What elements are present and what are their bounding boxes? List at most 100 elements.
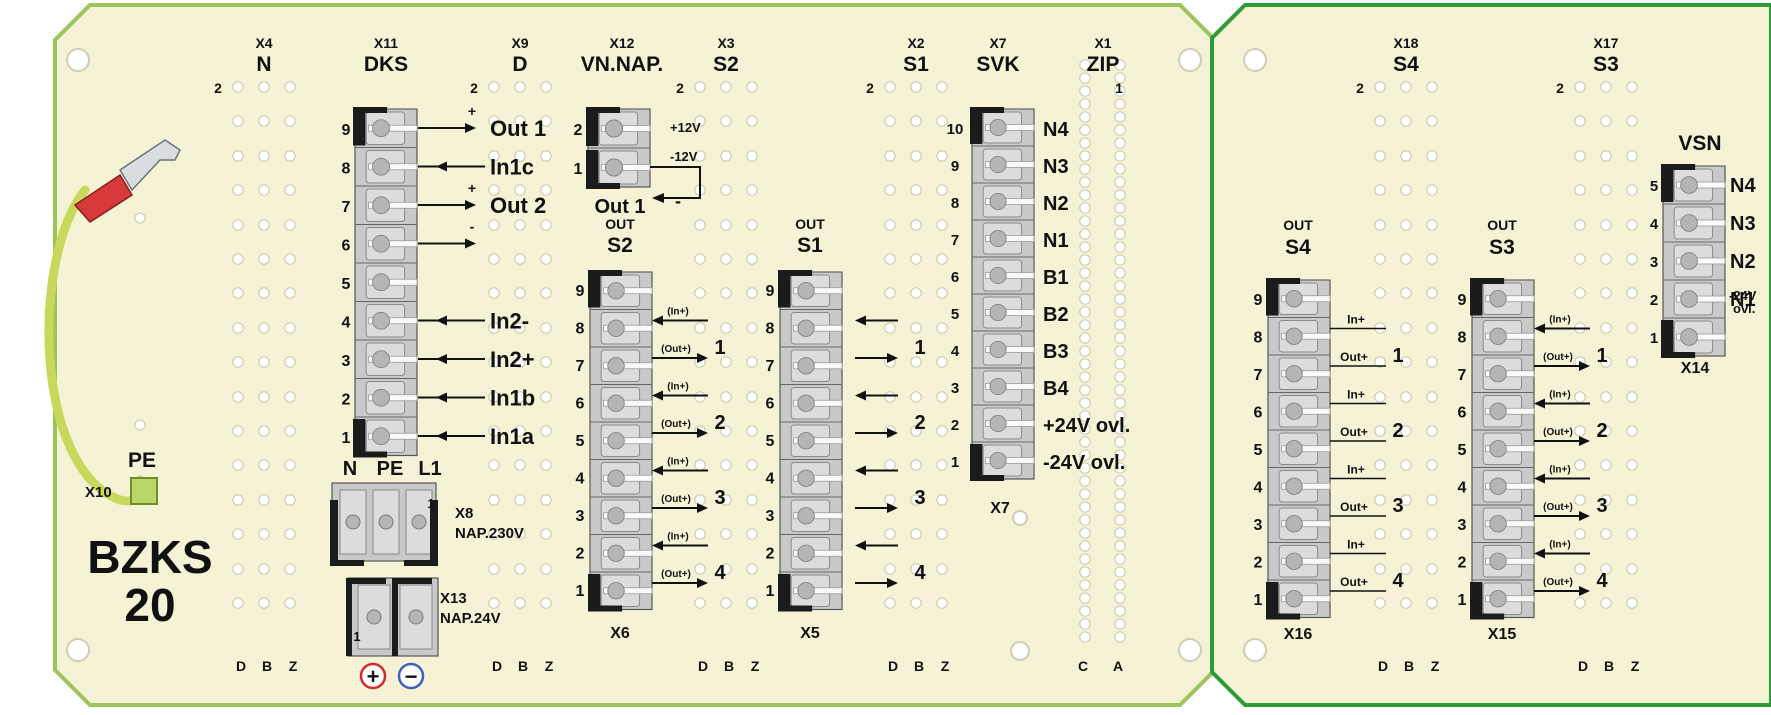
wire-slot bbox=[793, 474, 843, 482]
pcb-hole bbox=[232, 391, 244, 403]
pcb-hole bbox=[746, 597, 758, 609]
header-pin-x4: 2 bbox=[214, 80, 222, 96]
arrow-head-left-icon bbox=[436, 354, 447, 364]
arrow-head-right-icon bbox=[1579, 361, 1590, 371]
io-pin-4: 4 bbox=[766, 471, 775, 488]
pcb-hole bbox=[1114, 98, 1126, 110]
pcb-hole bbox=[540, 115, 552, 127]
pcb-hole bbox=[746, 322, 758, 334]
pcb-hole bbox=[284, 494, 296, 506]
pcb-hole bbox=[746, 528, 758, 540]
wire-slot bbox=[1485, 332, 1535, 340]
pcb-hole bbox=[936, 287, 948, 299]
screw-icon bbox=[989, 414, 1007, 433]
pcb-hole bbox=[1400, 253, 1412, 265]
pcb-hole bbox=[1374, 459, 1386, 471]
header-code-x1: X1 bbox=[1094, 35, 1111, 51]
wire-slot bbox=[603, 512, 653, 520]
pcb-hole bbox=[1114, 332, 1126, 344]
pcb-hole bbox=[1079, 306, 1091, 318]
connector-end-bottom bbox=[1661, 320, 1696, 358]
screw-icon bbox=[607, 357, 625, 375]
pcb-hole bbox=[1079, 618, 1091, 630]
pcb-hole bbox=[258, 356, 270, 368]
pcb-hole bbox=[1374, 115, 1386, 127]
channel-label: 3 bbox=[914, 487, 925, 509]
screw-icon bbox=[1489, 440, 1507, 458]
svk-label: N4 bbox=[1043, 119, 1069, 141]
column-letter: D bbox=[888, 658, 898, 674]
pcb-hole bbox=[1600, 459, 1612, 471]
pcb-hole bbox=[884, 528, 896, 540]
pcb-hole bbox=[540, 459, 552, 471]
column-letter: Z bbox=[1631, 658, 1640, 674]
column-letter: D bbox=[236, 658, 246, 674]
pcb-hole bbox=[284, 528, 296, 540]
pcb-hole bbox=[1626, 184, 1638, 196]
pcb-hole bbox=[694, 253, 706, 265]
pcb-hole bbox=[540, 287, 552, 299]
svk-label: B4 bbox=[1043, 378, 1069, 400]
pcb-hole bbox=[258, 253, 270, 265]
pcb-hole bbox=[1079, 436, 1091, 448]
pcb-hole bbox=[936, 81, 948, 93]
arrow-head-right-icon bbox=[697, 578, 708, 588]
pcb-hole bbox=[1374, 563, 1386, 575]
screw-icon bbox=[372, 196, 390, 215]
pcb-hole bbox=[1426, 425, 1438, 437]
channel-label: 2 bbox=[714, 412, 725, 434]
pcb-hole bbox=[232, 494, 244, 506]
wire-slot bbox=[368, 240, 418, 248]
column-letter: D bbox=[1578, 658, 1588, 674]
screw-icon bbox=[1680, 328, 1698, 346]
pcb-hole bbox=[1114, 215, 1126, 227]
header-pin-x2: 2 bbox=[866, 80, 874, 96]
pcb-hole bbox=[1114, 514, 1126, 526]
pcb-hole bbox=[1114, 475, 1126, 487]
header-code-x7: X7 bbox=[989, 35, 1006, 51]
pcb-hole bbox=[1114, 462, 1126, 474]
screw-icon bbox=[1680, 290, 1698, 308]
screw-icon bbox=[378, 514, 394, 530]
screw-icon bbox=[372, 157, 390, 176]
pcb-hole bbox=[1374, 597, 1386, 609]
pcb-hole bbox=[1626, 597, 1638, 609]
pcb-hole bbox=[488, 287, 500, 299]
screw-clamp bbox=[357, 584, 391, 650]
out-tag: (Out+) bbox=[1543, 352, 1573, 363]
pcb-hole bbox=[1426, 391, 1438, 403]
pcb-hole bbox=[1626, 81, 1638, 93]
channel-label: 2 bbox=[1392, 420, 1403, 442]
pcb-hole bbox=[1600, 219, 1612, 231]
arrow-head-left-icon bbox=[652, 193, 664, 203]
wire-slot bbox=[793, 437, 843, 445]
screw-icon bbox=[607, 544, 625, 562]
channel-label: 2 bbox=[1596, 420, 1607, 442]
io-pin-4: 4 bbox=[576, 471, 585, 488]
out-tag: Out+ bbox=[1340, 575, 1368, 589]
pcb-hole bbox=[1600, 528, 1612, 540]
vnnap-label: -12V bbox=[670, 149, 698, 164]
spade-connector-icon bbox=[118, 139, 181, 192]
channel-label: 4 bbox=[914, 562, 926, 584]
pcb-hole bbox=[1114, 540, 1126, 552]
pcb-hole bbox=[284, 150, 296, 162]
pcb-hole bbox=[258, 184, 270, 196]
pcb-hole bbox=[232, 287, 244, 299]
wire-slot bbox=[368, 317, 418, 325]
pcb-hole bbox=[1079, 202, 1091, 214]
pcb-hole bbox=[1079, 605, 1091, 617]
io-pin-6: 6 bbox=[1458, 405, 1467, 422]
screw-icon bbox=[1489, 477, 1507, 495]
pcb-hole bbox=[284, 115, 296, 127]
x8-name: NAP.230V bbox=[455, 525, 524, 542]
pcb-hole bbox=[910, 459, 922, 471]
pcb-hole bbox=[936, 563, 948, 575]
pcb-hole bbox=[884, 287, 896, 299]
in-tag: (In+) bbox=[667, 532, 688, 543]
pcb-hole bbox=[1626, 425, 1638, 437]
pcb-hole bbox=[910, 597, 922, 609]
pcb-hole bbox=[1426, 459, 1438, 471]
pcb-hole bbox=[720, 81, 732, 93]
wire-slot bbox=[368, 394, 418, 402]
